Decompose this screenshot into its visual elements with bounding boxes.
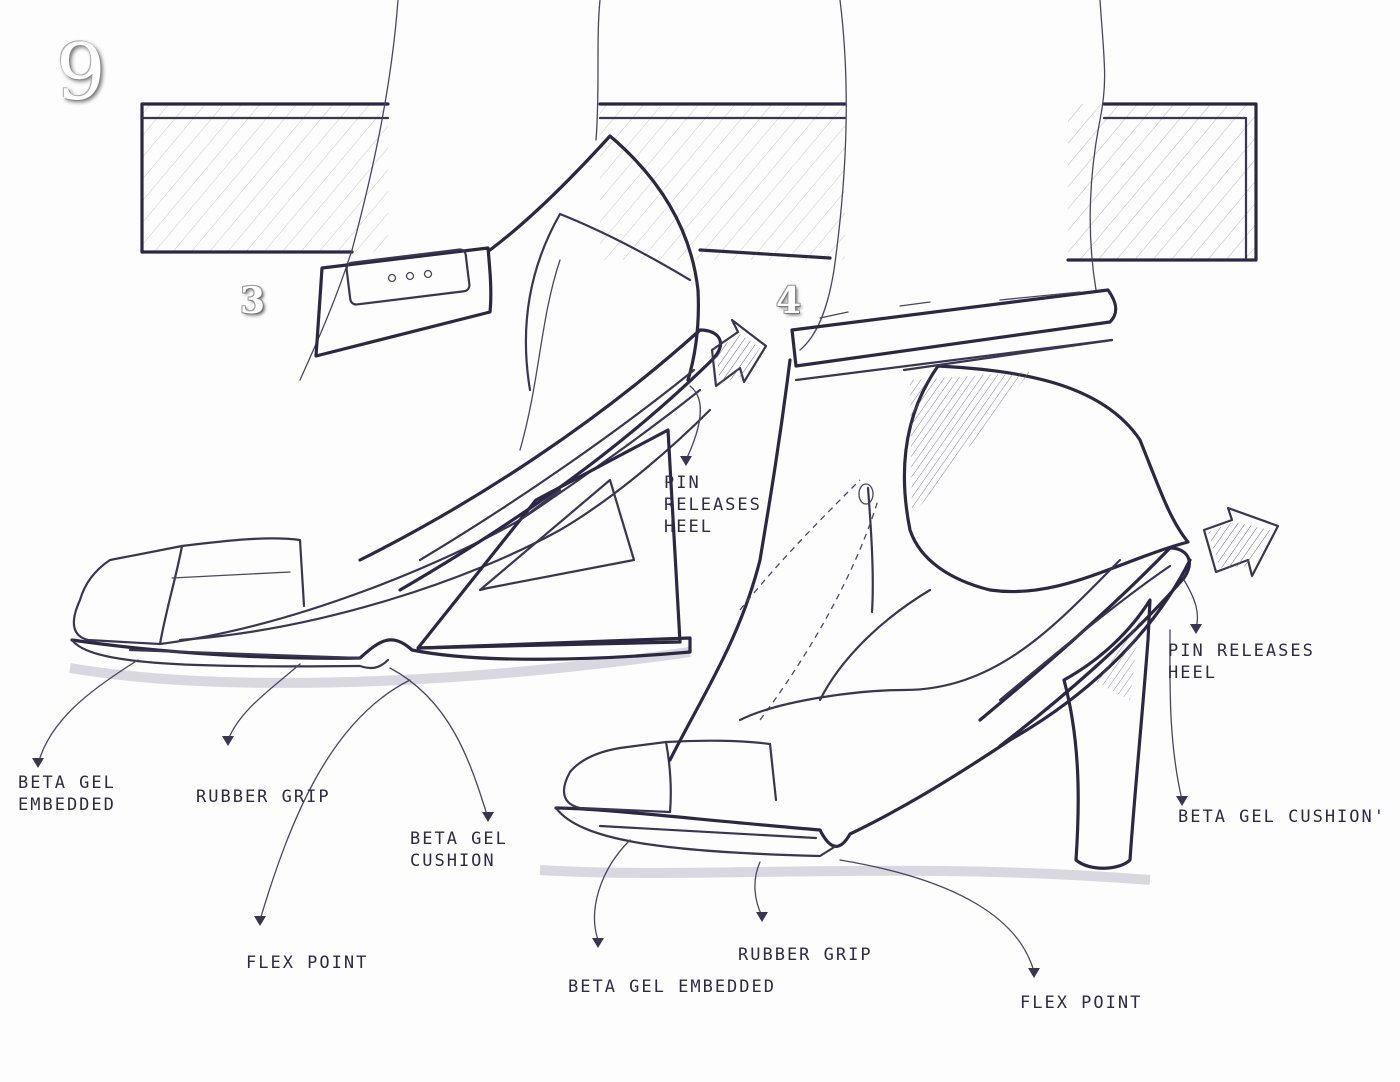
legs <box>299 0 1106 381</box>
callout-pin-releases-heel-4: PIN RELEASES HEEL <box>1168 641 1315 683</box>
shoe-3-drawing <box>69 134 768 688</box>
shoe-4-drawing <box>539 288 1280 885</box>
callout-pin-releases-heel-3: PIN RELEASES HEEL <box>664 473 762 537</box>
platform-block-left <box>140 102 832 260</box>
platform-block-middle <box>598 102 847 260</box>
callout-beta-gel-cushion-3: BETA GEL CUSHION <box>410 829 508 871</box>
callout-beta-gel-embedded-3: BETA GEL EMBEDDED <box>18 773 116 815</box>
callout-flex-point-3: FLEX POINT <box>246 953 369 973</box>
sketch-number-4: 4 <box>776 280 802 322</box>
callout-flex-point-4: FLEX POINT <box>1020 993 1143 1013</box>
callout-rubber-grip-4: RUBBER GRIP <box>738 945 873 965</box>
leader-lines-shoe-4 <box>592 579 1202 978</box>
callout-beta-gel-embedded-4: BETA GEL EMBEDDED <box>568 977 776 997</box>
callout-beta-gel-cushion-4: BETA GEL CUSHION' <box>1178 807 1386 827</box>
platform-block-right <box>1066 102 1258 262</box>
designer-logo: 9 <box>56 28 106 118</box>
leader-lines-shoe-3 <box>32 385 702 926</box>
callout-rubber-grip-3: RUBBER GRIP <box>196 787 331 807</box>
sketch-number-3: 3 <box>240 280 266 322</box>
